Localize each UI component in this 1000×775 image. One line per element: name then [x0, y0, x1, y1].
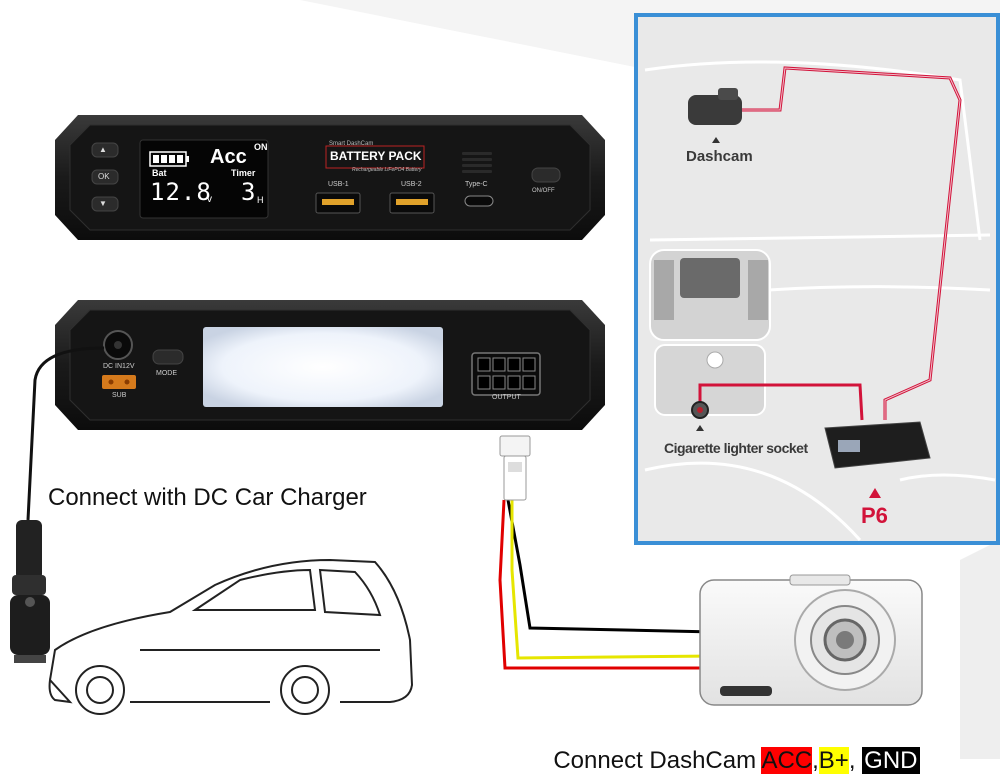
lcd-bat: Bat [152, 168, 167, 178]
output-label: OUTPUT [492, 394, 521, 401]
battery-front-panel [55, 115, 605, 240]
p6-label: P6 [861, 503, 888, 528]
product-illustration [10, 0, 1000, 759]
lcd-timer: Timer [231, 168, 256, 178]
sub-label: SUB [112, 392, 127, 399]
dc-in-label: DC IN12V [103, 363, 135, 370]
lcd-on: ON [254, 142, 268, 152]
brand-title: BATTERY PACK [330, 149, 422, 163]
dashcam-caption-prefix: Connect DashCam [553, 747, 762, 774]
output-wires [498, 499, 716, 670]
cigarette-label: Cigarette lighter socket [664, 440, 808, 456]
typec-label: Type-C [465, 181, 488, 188]
dc-charger-caption: Connect with DC Car Charger [48, 484, 367, 511]
lcd-timer-unit: H [257, 195, 264, 205]
brand-small: Smart DashCam [329, 141, 374, 147]
ok-button-label[interactable]: OK [98, 172, 110, 181]
lcd-timer-value: 3 [241, 178, 256, 206]
car-outline [48, 558, 414, 715]
comma-1: , [812, 747, 819, 774]
dashcam-wiring-caption: Connect DashCam ACC,B+, GND [540, 719, 920, 775]
lcd-acc: Acc [210, 146, 247, 168]
lcd-voltage: 12.8 [150, 178, 212, 206]
lcd-voltage-unit: v [207, 194, 212, 205]
acc-tag: ACC [761, 747, 813, 774]
dashcam-device [699, 574, 923, 706]
comma-2: , [848, 747, 863, 774]
mode-label: MODE [156, 370, 177, 377]
gnd-tag: GND [862, 747, 920, 774]
onoff-label[interactable]: ON/OFF [532, 188, 555, 194]
output-plug [499, 435, 531, 501]
installation-diagram [634, 13, 1000, 545]
battery-back-panel [55, 300, 605, 430]
usb1-label: USB-1 [328, 181, 349, 188]
up-button-label[interactable]: ▲ [99, 145, 107, 154]
car-charger-plug [10, 520, 50, 663]
brand-sub: Rechargeable LiFePO4 Battery [352, 167, 422, 173]
bplus-tag: B+ [818, 747, 849, 774]
down-button-label[interactable]: ▼ [99, 199, 107, 208]
dashcam-label: Dashcam [686, 148, 753, 165]
usb2-label: USB-2 [401, 181, 422, 188]
